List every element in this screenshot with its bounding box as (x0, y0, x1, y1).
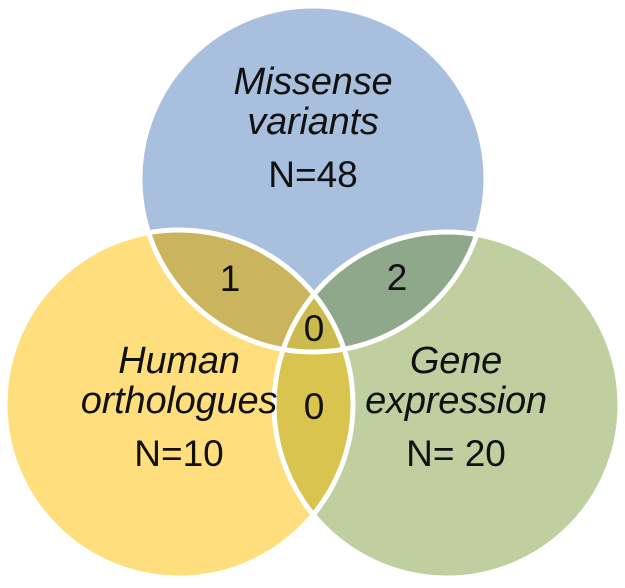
overlap-missense-human (140, 230, 353, 352)
set-label-human-orthologues-line2: orthologues (80, 380, 278, 423)
intersection-count-all-three: 0 (303, 308, 325, 349)
intersection-count-missense-gene: 2 (386, 257, 408, 298)
set-count-missense-variants: N=48 (268, 153, 358, 195)
set-label-gene-expression: Gene expression N= 20 (338, 341, 574, 473)
set-count-gene-expression: N= 20 (406, 432, 506, 474)
set-outline-gene-expression (271, 229, 623, 581)
set-label-gene-expression-line1: Gene (409, 340, 503, 382)
set-label-human-orthologues-line1: Human (118, 340, 240, 382)
set-count-human-orthologues: N=10 (134, 432, 224, 474)
set-label-missense-variants: Missense variants N=48 (193, 62, 433, 194)
intersection-count-human-gene: 0 (303, 386, 325, 427)
intersection-count-missense-human: 1 (219, 258, 241, 299)
set-label-human-orthologues: Human orthologues N=10 (52, 341, 306, 473)
overlap-missense-gene (274, 232, 486, 352)
set-label-missense-variants-line1: Missense (233, 61, 393, 103)
set-label-missense-variants-line2: variants (247, 101, 379, 144)
set-outline-missense-variants (137, 3, 489, 355)
set-label-gene-expression-line2: expression (365, 380, 547, 423)
set-outline-human-orthologues (2, 227, 356, 581)
